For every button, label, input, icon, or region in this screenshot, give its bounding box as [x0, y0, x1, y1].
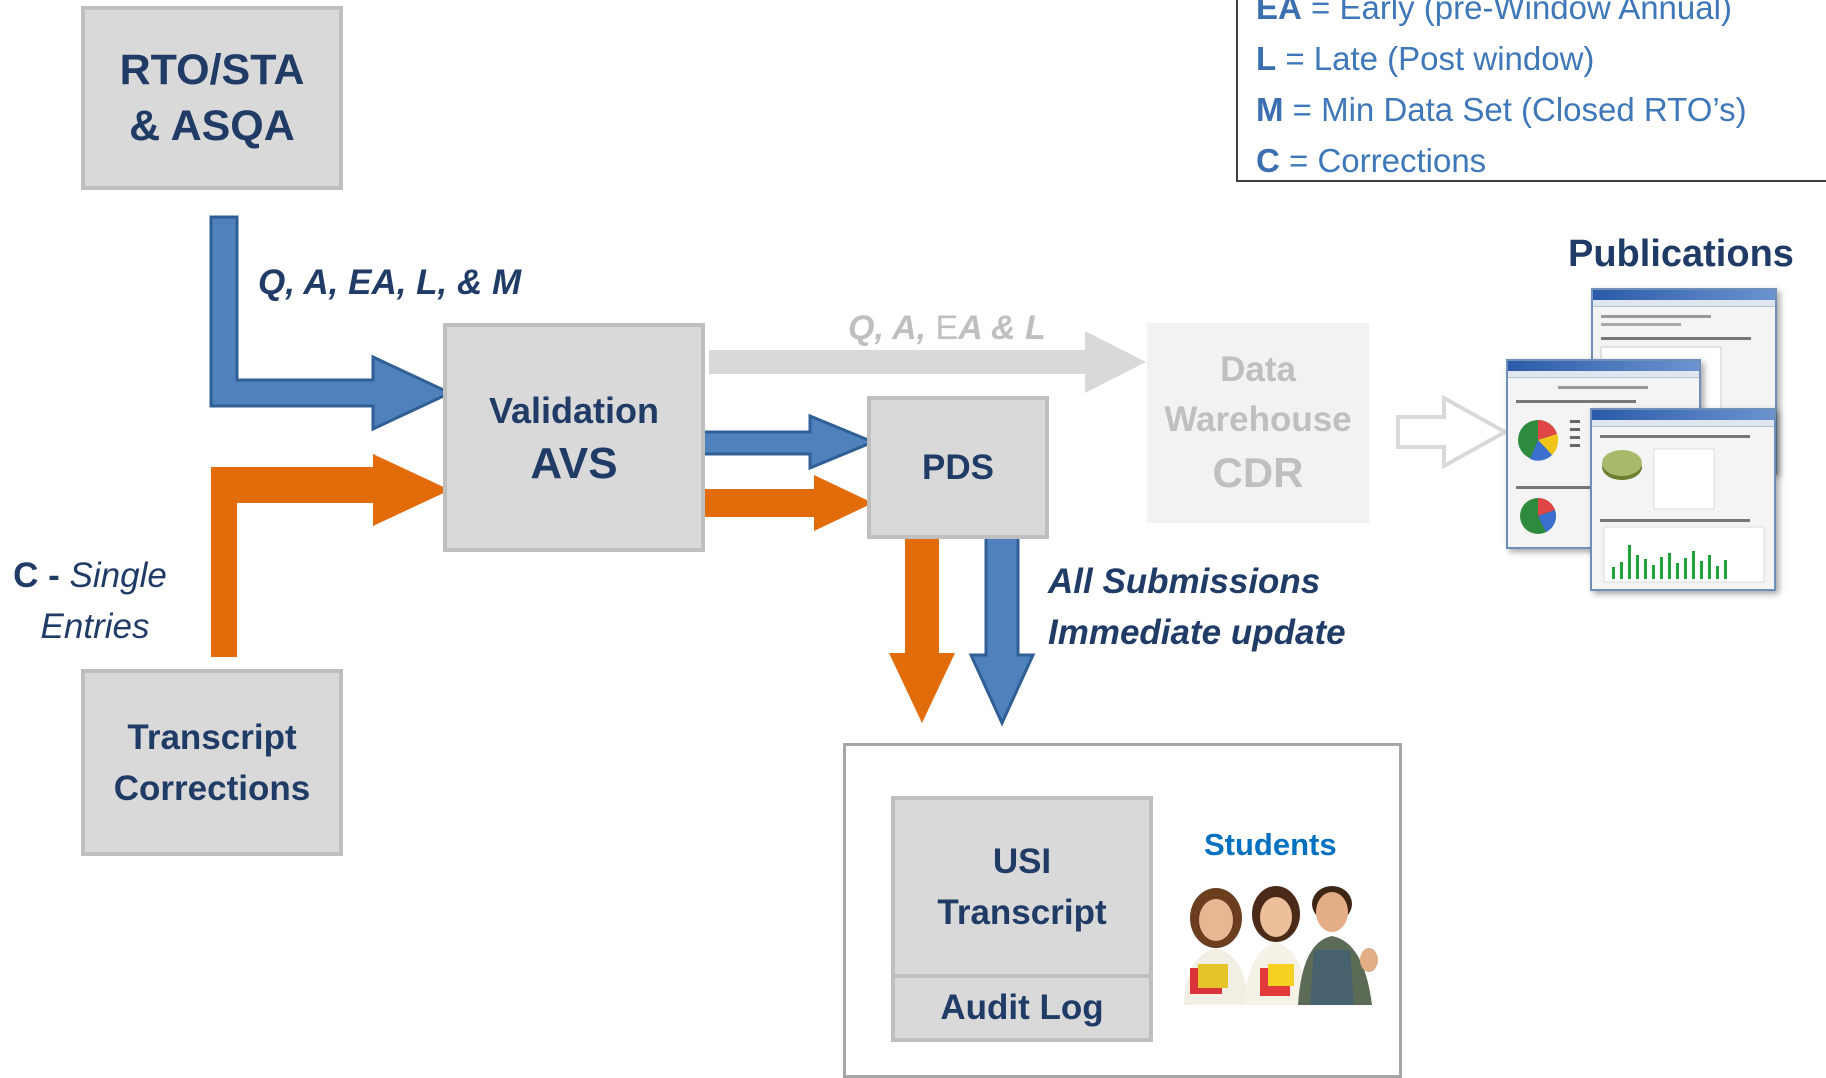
pds-label: PDS — [922, 447, 994, 487]
students-label: Students — [1204, 827, 1337, 862]
submissions-label: All Submissions Immediate update — [1048, 556, 1346, 658]
transcript-corrections-line1: Transcript — [127, 717, 297, 757]
corrections-line1: Single — [69, 556, 167, 595]
legend-row-ea: EA = Early (pre-Window Annual) — [1256, 0, 1826, 33]
rto-flow-label: Q, A, EA, L, & M — [258, 263, 522, 302]
submissions-line1: All Submissions — [1048, 562, 1321, 601]
rto-line1: RTO/STA — [119, 46, 305, 94]
legend-desc: = Early (pre-Window Annual) — [1301, 0, 1732, 26]
warehouse-flow-a: Q, A, — [848, 309, 936, 347]
usi-transcript-box: USI Transcript — [891, 796, 1153, 978]
pds-box: PDS — [867, 396, 1049, 539]
corrections-to-validation-arrow — [211, 454, 450, 657]
warehouse-line1: Data — [1220, 350, 1296, 389]
pds-to-transcript-blue-arrow — [968, 532, 1036, 727]
validation-to-warehouse-arrow — [709, 331, 1146, 393]
legend-code: M — [1256, 91, 1284, 128]
rto-sta-asqa-box: RTO/STA & ASQA — [81, 6, 343, 190]
corrections-code: C - — [13, 556, 70, 595]
warehouse-line3: CDR — [1212, 449, 1304, 496]
validation-to-pds-orange-arrow — [699, 475, 873, 531]
legend-code: L — [1256, 40, 1277, 77]
legend-row-c: C = Corrections — [1256, 135, 1826, 186]
legend-box: EA = Early (pre-Window Annual) L = Late … — [1236, 0, 1826, 182]
publication-screenshot — [1590, 408, 1776, 591]
warehouse-to-publications-arrow — [1396, 394, 1510, 470]
usi-line2: Transcript — [937, 893, 1107, 932]
validation-line1: Validation — [488, 389, 660, 431]
legend-desc: = Late (Post window) — [1276, 40, 1595, 77]
warehouse-flow-b: E — [935, 309, 959, 347]
rto-line2: & ASQA — [129, 102, 295, 150]
audit-log-box: Audit Log — [891, 974, 1153, 1042]
data-warehouse-box: Data Warehouse CDR — [1147, 323, 1369, 523]
publications-title: Publications — [1568, 233, 1794, 275]
legend-desc: = Corrections — [1279, 142, 1487, 179]
pds-to-transcript-orange-arrow — [889, 532, 955, 723]
audit-log-label: Audit Log — [940, 988, 1104, 1027]
legend-row-m: M = Min Data Set (Closed RTO’s) — [1256, 84, 1826, 135]
pie-chart-thumbnail — [1516, 386, 1648, 534]
corrections-code-label: C - Single Entries — [10, 550, 170, 652]
warehouse-flow-label: Q, A, EA & L — [848, 309, 1046, 348]
legend-row-l: L = Late (Post window) — [1256, 33, 1826, 84]
validation-to-pds-blue-arrow — [701, 413, 877, 471]
submissions-line2: Immediate update — [1048, 613, 1346, 652]
warehouse-flow-c: A & L — [958, 309, 1046, 347]
warehouse-line2: Warehouse — [1164, 400, 1352, 439]
corrections-line2: Entries — [40, 607, 150, 646]
bar-chart-thumbnail — [1600, 435, 1765, 583]
students-photo — [1164, 880, 1386, 1005]
transcript-corrections-box: Transcript Corrections — [81, 669, 343, 856]
legend-code: C — [1256, 142, 1280, 179]
legend-code: EA — [1256, 0, 1302, 26]
rto-to-validation-arrow — [209, 215, 454, 432]
validation-avs-box: Validation AVS — [443, 323, 705, 552]
transcript-corrections-line2: Corrections — [113, 768, 311, 808]
usi-line1: USI — [992, 842, 1052, 881]
legend-desc: = Min Data Set (Closed RTO’s) — [1283, 91, 1747, 128]
validation-line2: AVS — [530, 438, 618, 488]
